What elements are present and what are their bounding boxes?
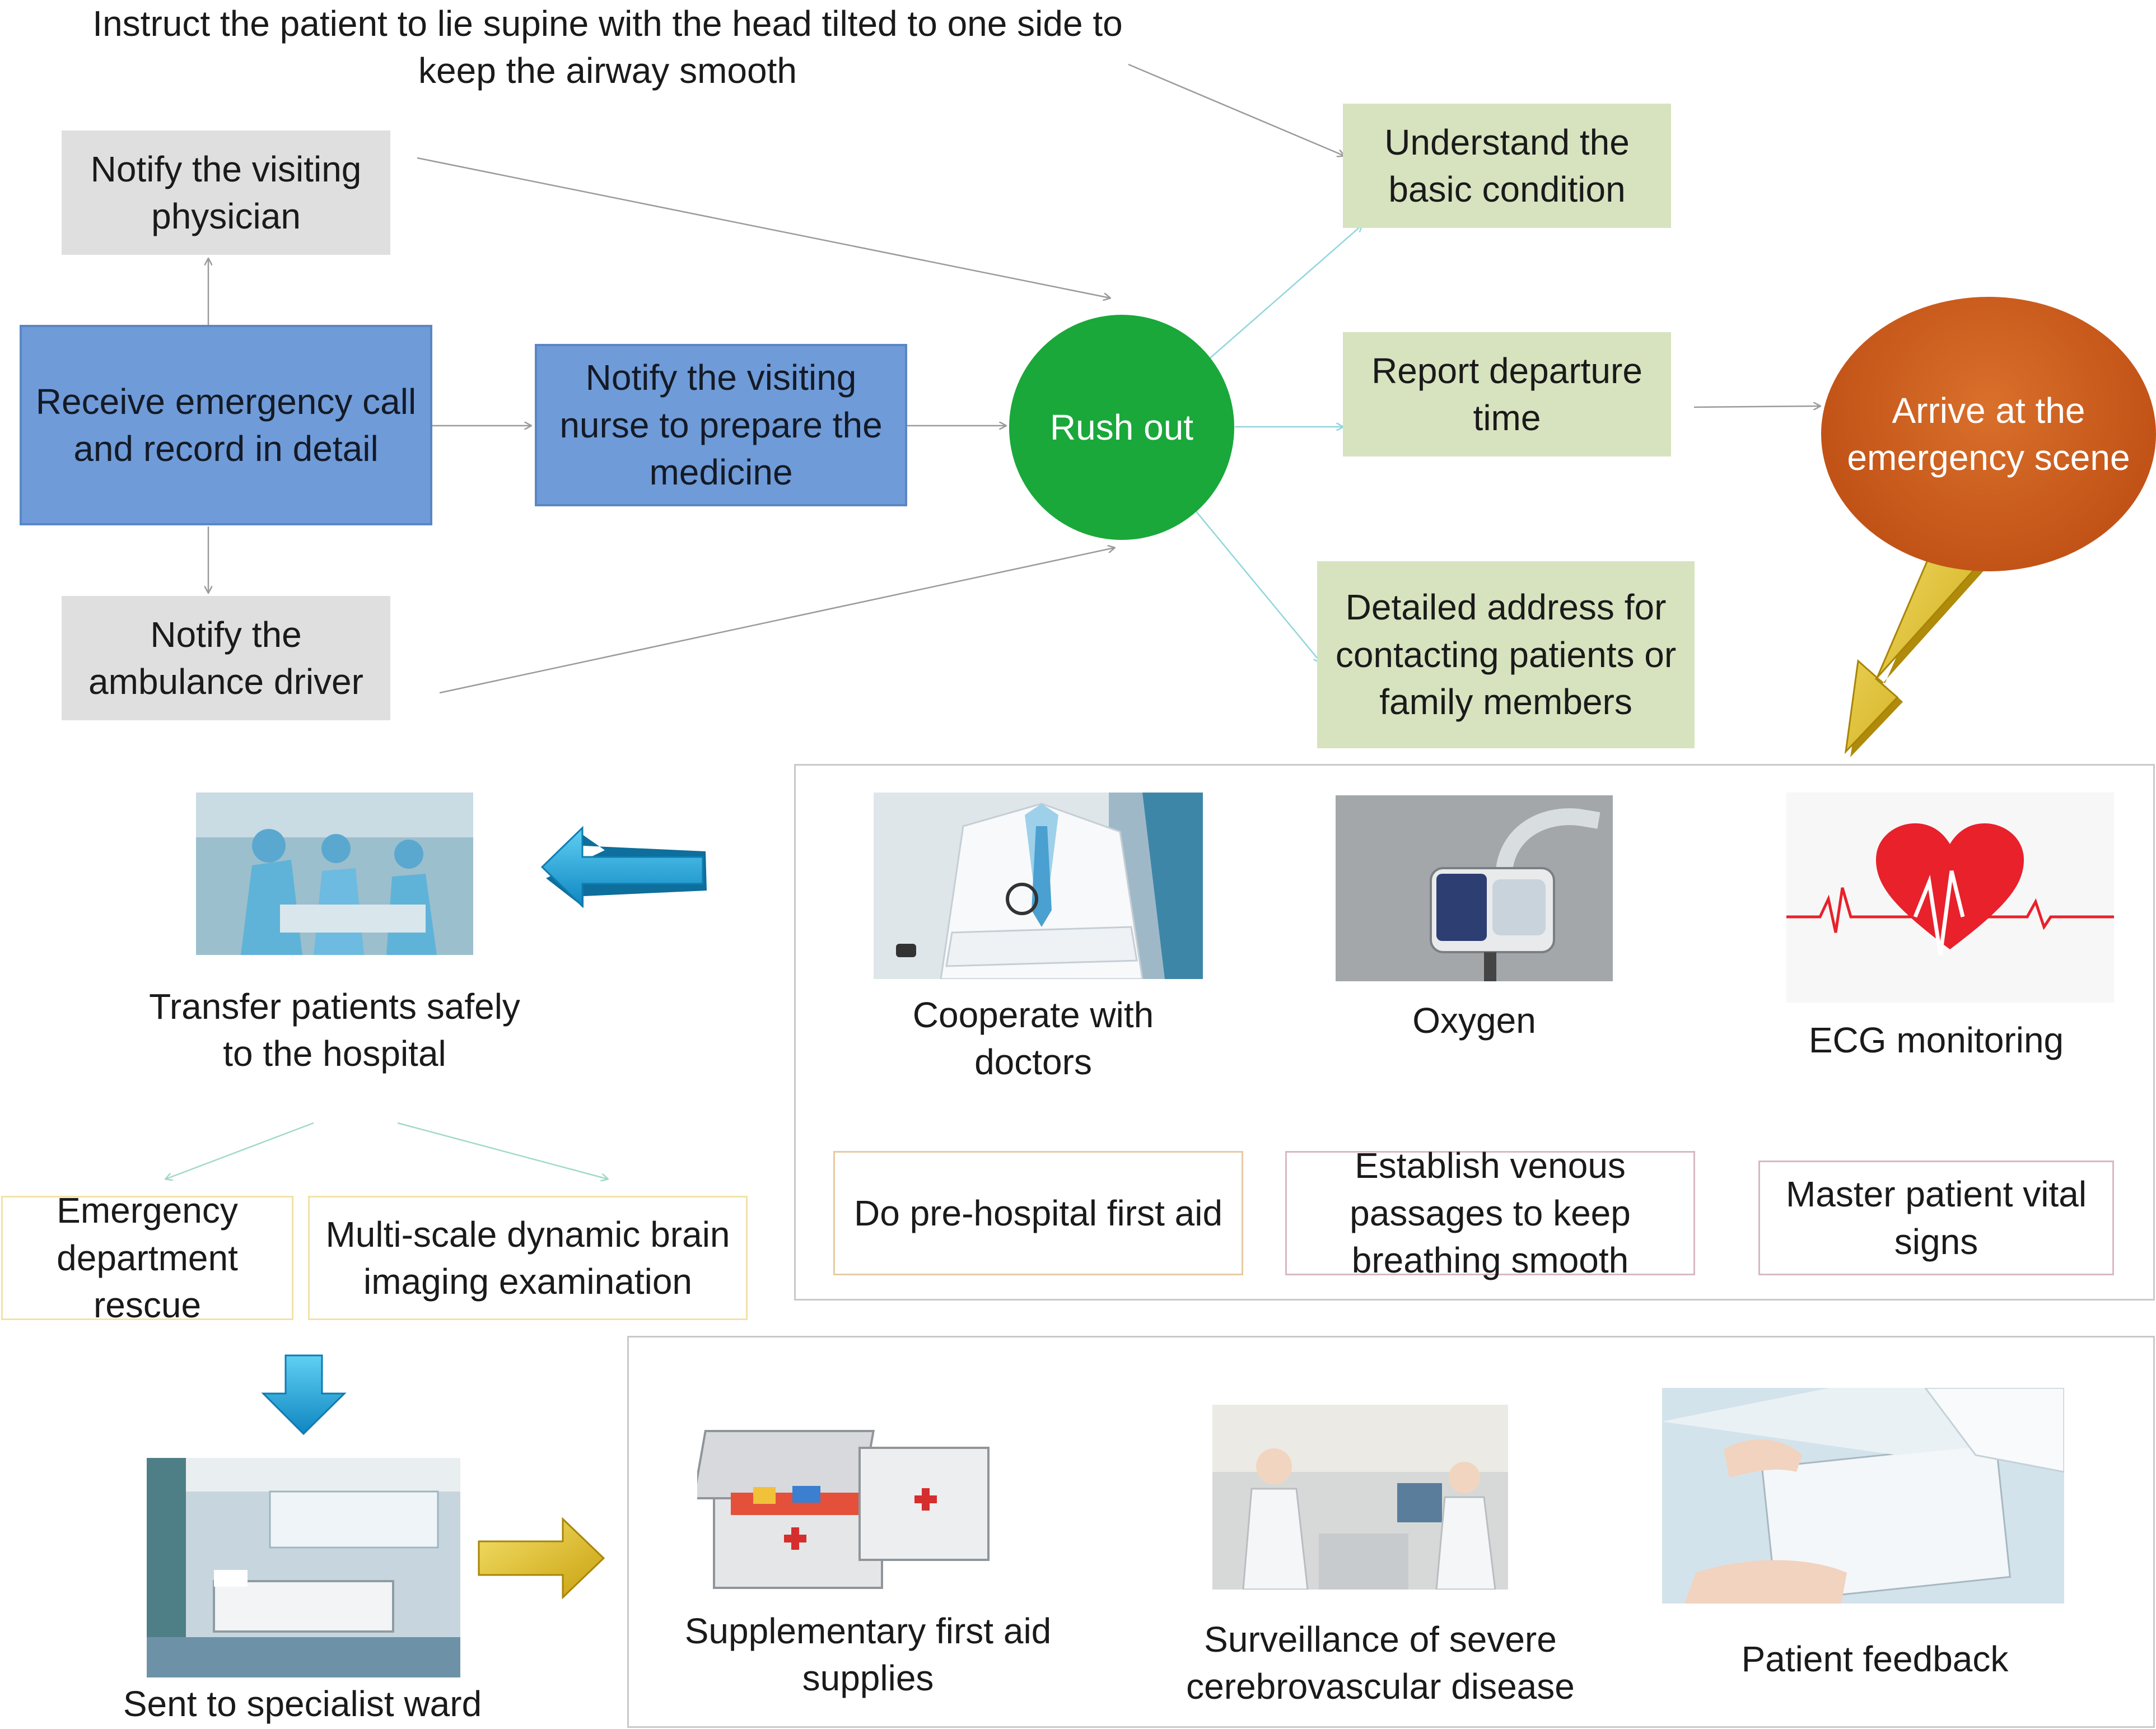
operating-room-photo <box>196 793 473 955</box>
surveillance-line2: cerebrovascular disease <box>1186 1666 1575 1707</box>
top-note-line2: keep the airway smooth <box>418 50 797 91</box>
top-note-line1: Instruct the patient to lie supine with … <box>92 3 1123 44</box>
understand-line1: Understand the <box>1384 122 1630 162</box>
notify-physician-line1: Notify the visiting <box>90 148 362 189</box>
notify-driver-line2: ambulance driver <box>88 661 363 702</box>
supplies-line2: supplies <box>802 1658 934 1699</box>
understand-condition-box[interactable]: Understand the basic condition <box>1343 104 1671 228</box>
arrow-physician-to-rush <box>417 157 1110 298</box>
first-aid-kit-illustration <box>697 1414 1002 1599</box>
detailed-address-box[interactable]: Detailed address for contacting patients… <box>1317 561 1695 748</box>
cooperate-line1: Cooperate with <box>912 995 1154 1035</box>
er-rescue-line3: rescue <box>93 1285 202 1326</box>
notify-physician-line2: physician <box>151 196 301 236</box>
address-line2: contacting patients or <box>1335 634 1677 675</box>
feedback-photo <box>1662 1388 2064 1604</box>
cooperate-line2: doctors <box>974 1042 1092 1083</box>
notify-nurse-box[interactable]: Notify the visiting nurse to prepare the… <box>535 344 907 506</box>
arrow-transfer-to-er <box>166 1122 314 1179</box>
arrow-driver-to-rush <box>439 548 1114 694</box>
venous-line1: Establish venous <box>1355 1145 1626 1186</box>
gold-arrow-down-left <box>1844 535 1991 757</box>
notify-nurse-line2: nurse to prepare the <box>559 404 883 445</box>
first-aid-kit-photo <box>697 1414 1002 1599</box>
ecg-caption: ECG monitoring <box>1808 1020 2064 1060</box>
report-departure-box[interactable]: Report departure time <box>1343 332 1671 456</box>
ward-illustration <box>147 1458 460 1677</box>
imaging-box[interactable]: Multi-scale dynamic brain imaging examin… <box>308 1196 748 1320</box>
report-line1: Report departure <box>1371 350 1642 391</box>
venous-box[interactable]: Establish venous passages to keep breath… <box>1285 1145 1695 1280</box>
receive-call-line2: and record in detail <box>73 428 379 469</box>
arrow-rush-to-address <box>1195 510 1320 662</box>
ecg-photo <box>1786 793 2114 1003</box>
gold-arrow-right <box>478 1517 605 1600</box>
oxygen-caption: Oxygen <box>1412 1000 1536 1041</box>
vital-signs-line2: signs <box>1894 1221 1978 1262</box>
operating-room-illustration <box>196 793 473 955</box>
rush-out-label: Rush out <box>1049 407 1194 448</box>
ward-caption: Sent to specialist ward <box>123 1684 482 1724</box>
surveillance-line1: Surveillance of severe <box>1204 1619 1557 1660</box>
cooperate-caption: Cooperate with doctors <box>857 991 1210 1086</box>
arrive-scene-circle[interactable]: Arrive at the emergency scene <box>1821 297 2156 571</box>
doctor-illustration <box>874 793 1203 979</box>
feedback-caption: Patient feedback <box>1741 1639 2009 1679</box>
oxygen-photo <box>1336 795 1613 981</box>
oxygen-illustration <box>1336 795 1613 981</box>
receive-emergency-call-box[interactable]: Receive emergency call and record in det… <box>20 325 432 525</box>
imaging-line2: imaging examination <box>363 1261 692 1302</box>
er-rescue-line2: department <box>57 1237 238 1278</box>
imaging-line1: Multi-scale dynamic brain <box>325 1214 730 1255</box>
arrive-line2: emergency scene <box>1847 437 2130 478</box>
venous-line2: passages to keep <box>1350 1192 1631 1233</box>
vital-signs-line1: Master patient vital <box>1785 1174 2087 1215</box>
notify-driver-box[interactable]: Notify the ambulance driver <box>62 596 390 720</box>
notify-physician-box[interactable]: Notify the visiting physician <box>62 131 390 255</box>
cyan-arrow-down <box>261 1354 347 1436</box>
supplies-line1: Supplementary first aid <box>684 1611 1052 1651</box>
notify-nurse-line1: Notify the visiting <box>585 357 857 398</box>
feedback-illustration <box>1662 1388 2064 1604</box>
transfer-line2: to the hospital <box>223 1033 446 1074</box>
arrow-rush-to-understand <box>1209 225 1362 359</box>
address-line3: family members <box>1379 682 1632 723</box>
doctor-photo <box>874 793 1203 979</box>
nurses-photo <box>1212 1405 1508 1590</box>
cyan-arrow-left <box>540 826 707 908</box>
address-line1: Detailed address for <box>1345 587 1667 628</box>
venous-line3: breathing smooth <box>1351 1240 1629 1281</box>
report-line2: time <box>1473 398 1541 438</box>
notify-driver-line1: Notify the <box>150 614 302 655</box>
heart-ecg-icon <box>1786 793 2114 1003</box>
first-aid-label: Do pre-hospital first aid <box>853 1192 1223 1233</box>
notify-nurse-line3: medicine <box>649 452 793 493</box>
er-rescue-box[interactable]: Emergency department rescue <box>1 1190 293 1325</box>
nurses-illustration <box>1212 1405 1508 1590</box>
arrow-note-to-understand <box>1128 63 1344 156</box>
supplies-caption: Supplementary first aid supplies <box>655 1607 1081 1702</box>
understand-line2: basic condition <box>1388 169 1626 209</box>
receive-call-line1: Receive emergency call <box>35 381 417 422</box>
surveillance-caption: Surveillance of severe cerebrovascular d… <box>1159 1616 1602 1711</box>
arrow-report-to-arrive <box>1693 406 1820 407</box>
er-rescue-line1: Emergency <box>57 1190 238 1231</box>
rush-out-circle[interactable]: Rush out <box>1009 315 1234 540</box>
arrive-line1: Arrive at the <box>1892 390 2085 431</box>
ward-photo <box>147 1458 460 1677</box>
arrow-transfer-to-imaging <box>397 1122 608 1179</box>
vital-signs-box[interactable]: Master patient vital signs <box>1758 1161 2114 1275</box>
first-aid-box[interactable]: Do pre-hospital first aid <box>833 1151 1243 1275</box>
transfer-line1: Transfer patients safely <box>149 986 520 1027</box>
transfer-caption: Transfer patients safely to the hospital <box>120 983 549 1078</box>
top-note: Instruct the patient to lie supine with … <box>45 0 1170 95</box>
